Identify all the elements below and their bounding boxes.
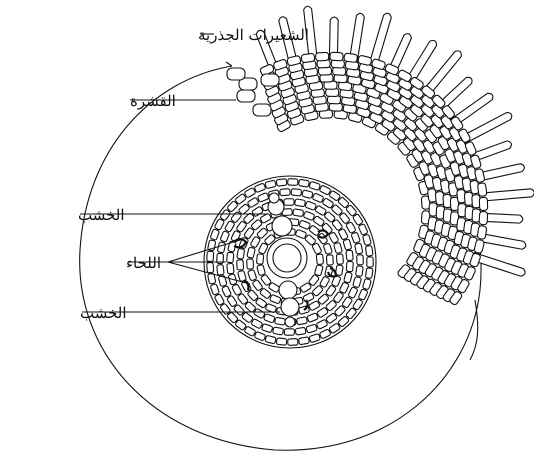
label-xylem-bottom: الخشب — [80, 304, 127, 322]
root-outline-left-cap — [226, 62, 232, 66]
label-cortex: القشرة — [130, 92, 176, 110]
label-phloem: اللحاء — [126, 254, 161, 272]
label-root-hairs: الشعيرات الجذرية — [198, 26, 309, 44]
label-xylem-top: الخشب — [78, 206, 125, 224]
